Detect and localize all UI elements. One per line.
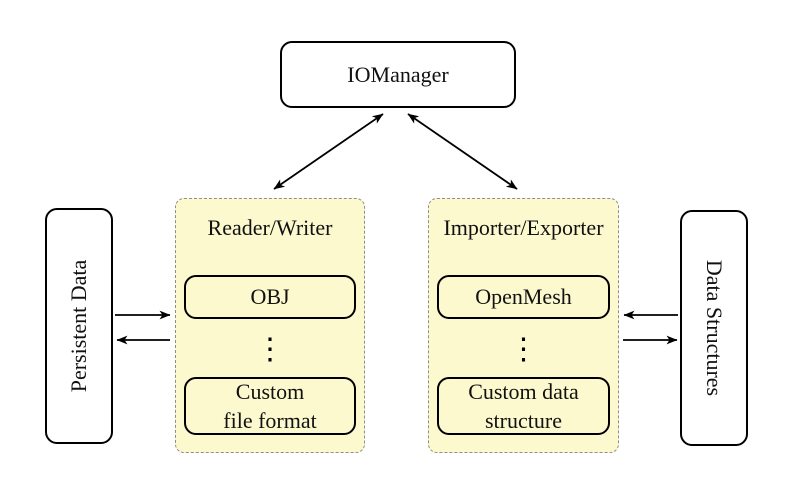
node-obj-label: OBJ — [250, 284, 290, 310]
node-obj: OBJ — [184, 275, 356, 319]
node-openmesh-label: OpenMesh — [475, 284, 572, 310]
group-importer-exporter: Importer/Exporter OpenMesh ⋮ Custom data… — [428, 198, 619, 453]
arrow-iomanager-importerexporter — [407, 113, 518, 190]
node-custom-file-format-label: Custom file format — [223, 378, 317, 433]
node-custom-file-format: Custom file format — [184, 377, 356, 435]
node-openmesh: OpenMesh — [437, 275, 610, 319]
node-data-structures: Data Structures — [680, 210, 748, 446]
node-data-structures-label: Data Structures — [702, 259, 727, 397]
node-iomanager-label: IOManager — [347, 61, 449, 87]
vertical-ellipsis: ⋮ — [508, 333, 539, 366]
group-reader-writer-title: Reader/Writer — [207, 215, 333, 240]
node-custom-data-structure-label: Custom data structure — [468, 378, 579, 433]
node-persistent-data: Persistent Data — [45, 208, 113, 444]
node-iomanager: IOManager — [280, 41, 516, 108]
node-persistent-data-label: Persistent Data — [66, 259, 91, 393]
arrow-iomanager-readerwriter — [273, 113, 384, 190]
group-reader-writer: Reader/Writer OBJ ⋮ Custom file format — [175, 198, 365, 453]
node-custom-data-structure: Custom data structure — [437, 377, 610, 435]
group-importer-exporter-title: Importer/Exporter — [443, 215, 604, 240]
vertical-ellipsis: ⋮ — [255, 333, 285, 366]
